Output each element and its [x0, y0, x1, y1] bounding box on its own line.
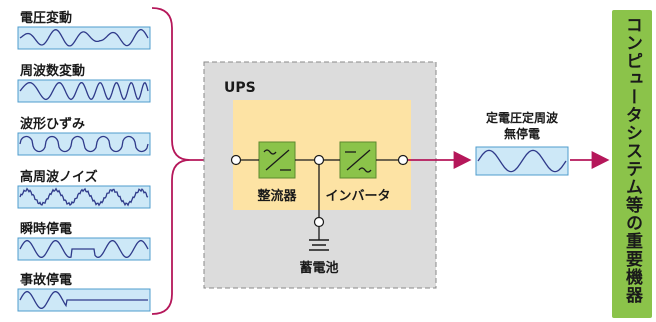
- target-equipment-box: コンピュータシステム等の重要機器: [612, 10, 652, 318]
- disturbance-label: 波形ひずみ: [20, 116, 85, 132]
- wave-distorted: [19, 135, 149, 153]
- rectifier-label: 整流器: [256, 188, 297, 204]
- junction-terminal: [313, 154, 325, 166]
- disturbance-list: 電圧変動 周波数変動 波形ひずみ 高周波ノイズ 瞬時停電 事故停電: [17, 10, 151, 312]
- wave-frequency-variation: [19, 81, 149, 101]
- disturbance-label: 高周波ノイズ: [20, 169, 98, 185]
- battery-terminal: [313, 216, 325, 228]
- disturbance-label: 電圧変動: [20, 10, 72, 26]
- ground-icon: [309, 227, 329, 251]
- output-terminal: [397, 154, 409, 166]
- output-label-line1: 定電圧定周波: [486, 110, 559, 125]
- disturbance-label: 事故停電: [20, 272, 72, 288]
- inverter-icon: [345, 149, 372, 173]
- battery-label: 蓄電池: [299, 260, 338, 276]
- wave-momentary-outage: [19, 239, 149, 258]
- wave-stable-sine: [477, 149, 567, 173]
- disturbance-label: 瞬時停電: [20, 221, 72, 237]
- wave-high-frequency-noise: [19, 187, 149, 207]
- inverter: [339, 141, 377, 179]
- rectifier-icon: [263, 149, 291, 171]
- ups-title: UPS: [224, 80, 256, 96]
- brace: [151, 7, 191, 315]
- disturbance-label: 周波数変動: [20, 63, 85, 79]
- wave-outage: [19, 290, 148, 309]
- wave-amplitude-variation: [19, 28, 149, 47]
- inverter-label: インバータ: [325, 189, 390, 204]
- wave-box: [17, 79, 151, 103]
- target-equipment-label: コンピュータシステム等の重要機器: [622, 16, 642, 304]
- output-label-line2: 無停電: [504, 126, 540, 141]
- input-terminal: [230, 154, 242, 166]
- wave-box: [17, 26, 151, 50]
- rectifier: [258, 141, 296, 179]
